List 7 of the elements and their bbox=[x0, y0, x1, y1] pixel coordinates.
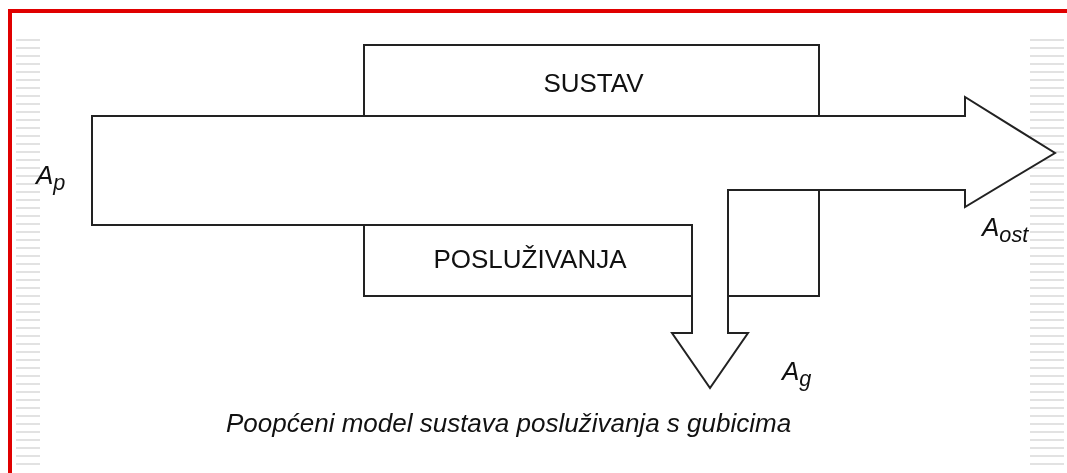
flow-label: A$_{ost}$ bbox=[982, 212, 1029, 249]
flow-label: A$_{p}$ bbox=[36, 160, 66, 197]
flow-arrow bbox=[91, 95, 1057, 390]
box-heading: SUSTAV bbox=[542, 68, 645, 99]
box-text: POSLUŽIVANJA bbox=[432, 244, 628, 275]
caption: Poopćeni model sustava posluživanja s gubicima bbox=[226, 408, 792, 439]
flow-label: A$_{g}$ bbox=[782, 356, 812, 393]
